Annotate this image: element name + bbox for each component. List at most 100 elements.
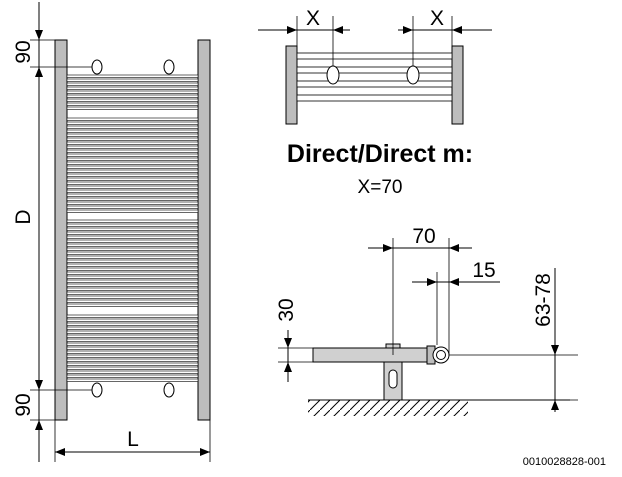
towel-bar (66, 326, 199, 330)
towel-bar (66, 181, 199, 185)
towel-bar (66, 177, 199, 181)
towel-bar (66, 117, 199, 121)
towel-bar (66, 197, 199, 201)
towel-bar (66, 271, 199, 275)
towel-bar (66, 209, 199, 213)
towel-bar (66, 102, 199, 106)
towel-bar (66, 239, 199, 243)
towel-bar (66, 338, 199, 342)
towel-bar (66, 295, 199, 299)
towel-bar (66, 201, 199, 205)
towel-bar (66, 350, 199, 354)
towel-bar (66, 374, 199, 378)
towel-bar (66, 161, 199, 165)
dimension-hole-distance: D (12, 209, 35, 224)
towel-bar (66, 291, 199, 295)
wall-distance-dimension (449, 268, 578, 412)
pipe-gap-dimension (412, 272, 500, 345)
towel-bar (66, 251, 199, 255)
towel-bar (66, 125, 199, 129)
towel-bar (66, 185, 199, 189)
towel-bar (66, 354, 199, 358)
towel-bar (66, 318, 199, 322)
spacing-dimension-right (398, 16, 492, 66)
towel-bar (66, 342, 199, 346)
towel-bar (66, 303, 199, 307)
towel-bar (66, 255, 199, 259)
towel-bar (66, 314, 199, 318)
towel-bar (66, 330, 199, 334)
top-view-left-rail (285, 45, 298, 125)
towel-bar (66, 346, 199, 350)
mounting-hole-top-right (163, 59, 175, 75)
towel-bar (66, 189, 199, 193)
left-rail (54, 39, 68, 421)
dimension-spacing-right: X (430, 7, 444, 30)
offset-dimension (368, 238, 472, 355)
towel-bar (66, 243, 199, 247)
mounting-hole-bottom-left (91, 382, 103, 398)
towel-bar (66, 78, 199, 82)
drawing-code: 0010028828-001 (523, 456, 606, 468)
towel-bar (66, 299, 199, 303)
height-dimension (278, 330, 313, 382)
towel-bar (66, 133, 199, 137)
towel-bar (66, 358, 199, 362)
spacing-dimension-left (258, 16, 350, 66)
dimension-offset: 70 (412, 225, 435, 248)
towel-bar (66, 153, 199, 157)
towel-bar (66, 259, 199, 263)
top-view-hole-right (406, 65, 420, 85)
pipe (312, 347, 432, 363)
dimension-top-margin: 90 (12, 40, 35, 63)
towel-bar (66, 173, 199, 177)
towel-bar (66, 141, 199, 145)
towel-bar (66, 90, 199, 94)
mounting-hole-bottom-right (163, 382, 175, 398)
model-title: Direct/Direct m: (287, 140, 473, 168)
dimension-width: L (127, 428, 139, 451)
towel-bar (66, 82, 199, 86)
towel-bar (66, 145, 199, 149)
towel-bar (66, 149, 199, 153)
front-view: 90 D 90 L (12, 2, 211, 462)
dimension-height: 30 (275, 298, 298, 321)
side-view: 70 15 30 63-78 (275, 225, 578, 416)
towel-bar (66, 219, 199, 223)
towel-bar (66, 129, 199, 133)
towel-bar (66, 283, 199, 287)
towel-bar (66, 94, 199, 98)
towel-bar (66, 169, 199, 173)
dimension-spacing-left: X (306, 7, 320, 30)
mounting-hole-top-left (91, 59, 103, 75)
towel-bar (66, 366, 199, 370)
towel-bar (66, 287, 199, 291)
towel-bar (66, 279, 199, 283)
towel-bar (66, 334, 199, 338)
towel-bar (66, 322, 199, 326)
towel-bar (66, 227, 199, 231)
bracket-slot (388, 369, 398, 389)
model-spacing: X=70 (358, 177, 403, 198)
towel-bar (66, 370, 199, 374)
towel-bar (66, 275, 199, 279)
dimension-bottom-margin: 90 (12, 393, 35, 416)
towel-bar (66, 247, 199, 251)
towel-bar (66, 231, 199, 235)
towel-bar (66, 263, 199, 267)
towel-bar (66, 267, 199, 271)
towel-bar (66, 235, 199, 239)
towel-bar (66, 137, 199, 141)
towel-bar (66, 106, 199, 110)
towel-bar (66, 223, 199, 227)
top-view-hole-left (326, 65, 340, 85)
dimension-wall-distance: 63-78 (532, 273, 555, 327)
towel-bar (66, 193, 199, 197)
wall-hatch (308, 400, 468, 416)
dimension-pipe-gap: 15 (472, 259, 495, 282)
radiator-front (54, 39, 211, 421)
towel-bar (66, 165, 199, 169)
towel-bar (66, 98, 199, 102)
towel-bars (66, 74, 199, 382)
